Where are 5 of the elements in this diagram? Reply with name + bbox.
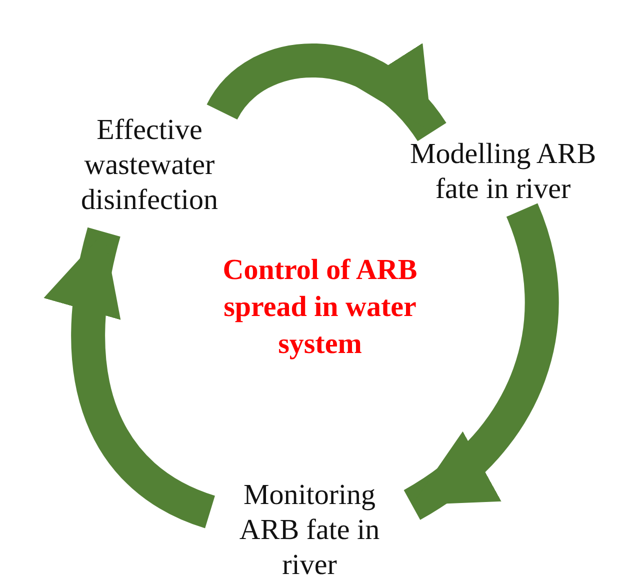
step-text: Monitoring ARB fate in river [212, 478, 407, 583]
center-title: Control of ARB spread in water system [222, 253, 418, 362]
step-text: Modelling ARB fate in river [388, 137, 618, 207]
step-text: Effective wastewater disinfection [62, 113, 237, 218]
curved-arrow [46, 228, 216, 528]
